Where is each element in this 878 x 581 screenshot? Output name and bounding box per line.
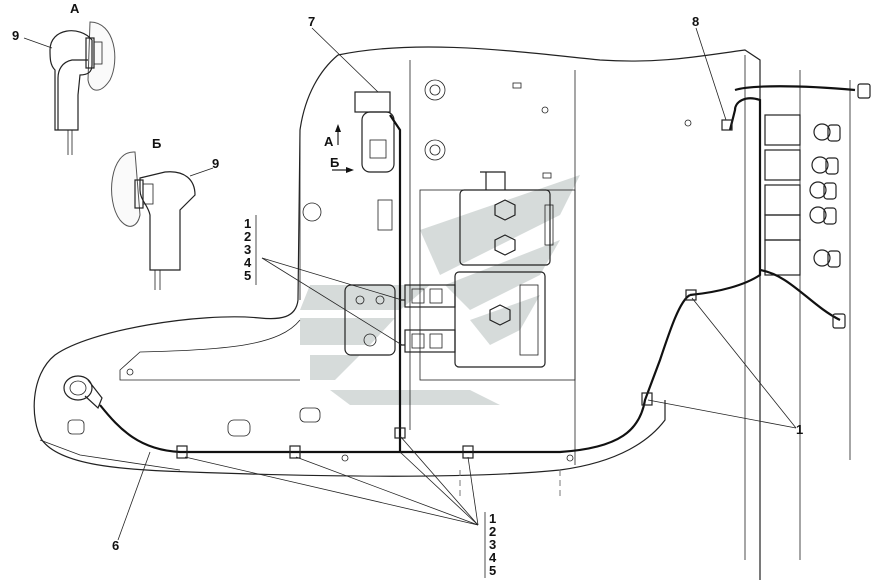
wiring-harness (99, 83, 871, 459)
stack-lower-item: 5 (489, 563, 496, 578)
solenoid-bank-right (744, 55, 851, 560)
valve-block-upper (459, 171, 554, 266)
callout-9-view-b: 9 (212, 156, 219, 171)
view-b-arrow-label: Б (330, 155, 339, 170)
control-unit-left (344, 284, 396, 356)
callout-stack-upper: 1 2 3 4 5 (244, 216, 252, 283)
valve-block-lower (404, 271, 546, 368)
view-a-title: А (70, 1, 80, 16)
detail-view-b (111, 151, 196, 290)
chassis-outline (33, 46, 761, 580)
view-arrow-a (335, 124, 341, 145)
stack-upper-item: 5 (244, 268, 251, 283)
pressure-switch-top (354, 91, 395, 173)
callout-7: 7 (308, 14, 315, 29)
stack-lower-item: 3 (489, 537, 496, 552)
view-a-arrow-label: А (324, 134, 334, 149)
round-connector (63, 375, 103, 410)
stack-lower-item: 4 (489, 550, 497, 565)
callout-9-view-a: 9 (12, 28, 19, 43)
callout-6: 6 (112, 538, 119, 553)
leader-lines (23, 27, 797, 578)
stack-upper-item: 3 (244, 242, 251, 257)
callout-stack-lower: 1 2 3 4 5 (489, 511, 497, 578)
stack-upper-item: 1 (244, 216, 251, 231)
callout-1: 1 (796, 422, 803, 437)
detail-view-a (49, 21, 116, 155)
view-b-title: Б (152, 136, 161, 151)
stack-lower-item: 1 (489, 511, 496, 526)
callout-8: 8 (692, 14, 699, 29)
stack-lower-item: 2 (489, 524, 496, 539)
stack-upper-item: 4 (244, 255, 252, 270)
view-arrow-b (332, 167, 354, 173)
stack-upper-item: 2 (244, 229, 251, 244)
